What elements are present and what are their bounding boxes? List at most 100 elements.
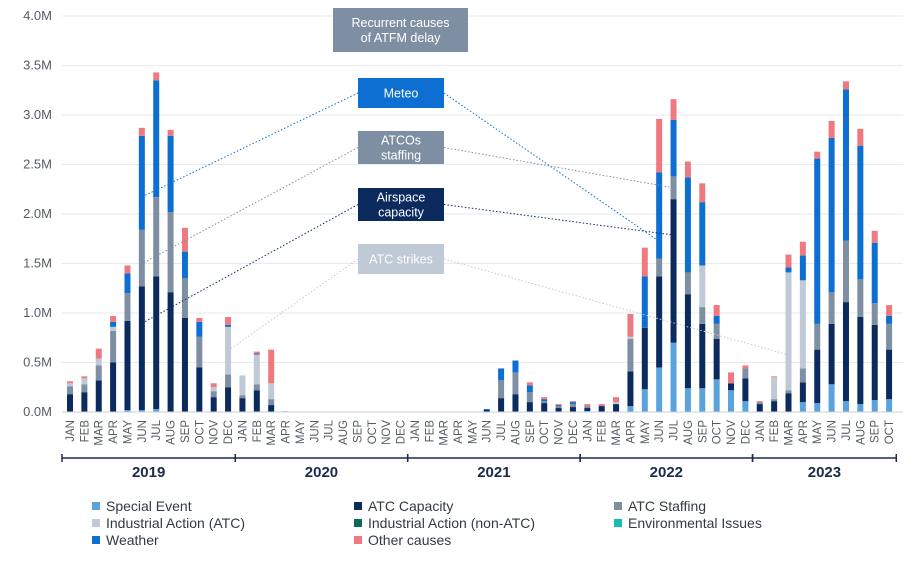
bar-segment: [268, 399, 275, 406]
bar-segment: [886, 349, 893, 400]
legend-label: Environmental Issues: [628, 515, 762, 531]
gridlines: [62, 15, 903, 413]
month-tick-label: MAY: [812, 420, 824, 444]
bar-segment: [67, 394, 73, 412]
legend-swatch: [614, 519, 622, 527]
y-tick-label: 1.0M: [23, 305, 52, 320]
bar-segment: [713, 379, 720, 412]
bar-segment: [842, 240, 849, 303]
bar-segment: [81, 376, 88, 379]
bar-segment: [670, 342, 677, 412]
bar-segment: [814, 158, 821, 324]
bar-segment: [670, 199, 677, 343]
bar-segment: [828, 323, 835, 385]
bar-segment: [81, 392, 88, 412]
bar-segment: [785, 272, 792, 391]
bar-segment: [584, 404, 591, 407]
callout-box: [358, 244, 444, 274]
callout-label: staffing: [381, 149, 421, 163]
bar-segment: [196, 317, 203, 322]
month-tick-label: FEB: [597, 420, 609, 443]
bar-segment: [771, 401, 778, 412]
month-tick-label: MAR: [439, 420, 451, 446]
callout-dot: [657, 239, 662, 244]
month-tick-label: JUN: [827, 420, 839, 442]
bar-segment: [627, 336, 634, 339]
callout-connector: [443, 92, 660, 242]
month-tick-label: JAN: [65, 420, 77, 442]
bar-segment: [253, 384, 260, 391]
bar-segment: [684, 388, 691, 412]
legend-item-industrial-action-atc: Industrial Action (ATC): [92, 515, 245, 531]
month-tick-label: OCT: [539, 420, 551, 444]
bar-segment: [526, 385, 533, 393]
month-tick-label: AUG: [855, 420, 867, 445]
bar-segment: [756, 404, 763, 412]
bar-segment: [699, 265, 706, 308]
legend-label: Industrial Action (non-ATC): [368, 515, 536, 531]
month-tick-label: DEC: [740, 420, 752, 444]
month-tick-label: JUN: [309, 420, 321, 442]
callout-dot: [226, 348, 231, 353]
bar-segment: [613, 397, 620, 403]
bar-segment: [167, 135, 174, 213]
callout-dot: [139, 261, 144, 266]
bar-segment: [95, 348, 102, 359]
bar-segment: [713, 323, 720, 339]
legend-swatch: [354, 519, 362, 527]
bar-segment: [742, 401, 749, 412]
month-tick-label: DEC: [568, 420, 580, 444]
legend-swatch: [92, 519, 100, 527]
bar-segment: [627, 313, 634, 337]
bar-segment: [138, 127, 145, 136]
bar-segment: [670, 119, 677, 177]
bar-segment: [110, 321, 117, 327]
bar-segment: [771, 399, 778, 402]
bar-segment: [210, 383, 217, 388]
bar-segment: [799, 255, 806, 281]
month-tick-label: OCT: [712, 420, 724, 444]
bar-segment: [785, 254, 792, 268]
bar-segment: [699, 183, 706, 203]
bar-segment: [181, 278, 188, 318]
y-tick-label: 2.0M: [23, 206, 52, 221]
month-tick-label: OCT: [367, 420, 379, 444]
callout-label: ATCOs: [381, 134, 421, 148]
bar-segment: [598, 406, 605, 412]
bar-segment: [67, 383, 73, 387]
bar-segment: [799, 280, 806, 369]
callout-connector: [443, 204, 674, 236]
legend-swatch: [354, 502, 362, 510]
bar-segment: [268, 383, 275, 400]
bar-segment: [498, 398, 505, 412]
bar-segment: [512, 372, 519, 395]
bar-segment: [253, 354, 260, 385]
bar-segment: [713, 305, 720, 316]
bar-segment: [584, 406, 591, 409]
month-tick-label: APR: [281, 420, 293, 444]
bar-segment: [153, 276, 160, 410]
month-tick-label: FEB: [769, 420, 781, 443]
bar-segment: [138, 286, 145, 411]
bar-segment: [555, 405, 562, 407]
bar-segment: [541, 403, 548, 412]
bar-segment: [253, 390, 260, 412]
legend-label: Industrial Action (ATC): [106, 515, 246, 531]
bar-segment: [498, 380, 505, 399]
bar-segment: [67, 381, 73, 384]
month-tick-label: NOV: [381, 420, 393, 445]
month-tick-label: DEC: [223, 420, 235, 444]
bar-segment: [828, 120, 835, 138]
month-tick-label: JUN: [482, 420, 494, 442]
bar-segment: [857, 404, 864, 412]
legend-item-atc-capacity: ATC Capacity: [354, 498, 453, 514]
month-tick-label: OCT: [194, 420, 206, 444]
bar-segment: [886, 315, 893, 324]
month-tick-label: AUG: [510, 420, 522, 445]
month-tick-label: MAY: [640, 420, 652, 444]
bar-segment: [814, 403, 821, 412]
month-tick-label: MAY: [295, 420, 307, 444]
bar-segment: [95, 365, 102, 381]
bar-segment: [785, 267, 792, 273]
